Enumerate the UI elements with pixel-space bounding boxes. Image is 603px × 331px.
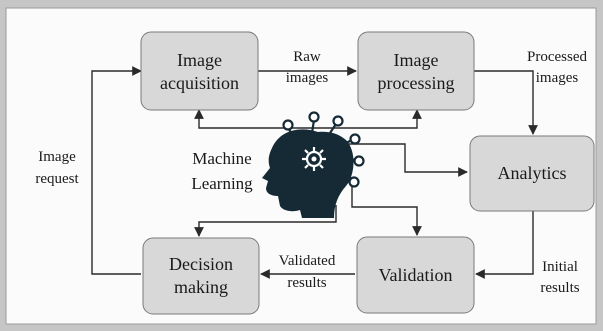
label-validated-results-line2: results (287, 275, 326, 291)
arrow-processed-images (474, 70, 538, 135)
label-processed-images-line2: images (536, 70, 579, 86)
label-image-request-line1: Image (38, 149, 76, 165)
box-image-processing-line2: processing (378, 73, 455, 93)
ml-label-line2: Learning (191, 174, 253, 193)
box-image-processing: Image processing (357, 31, 475, 111)
label-initial-results-line1: Initial (542, 259, 578, 275)
box-image-processing-line1: Image (394, 50, 439, 70)
box-image-acquisition: Image acquisition (140, 31, 259, 111)
label-image-request-line2: request (35, 171, 79, 187)
box-analytics-label: Analytics (498, 163, 567, 183)
box-decision-making-line2: making (174, 277, 228, 297)
box-image-acquisition-line1: Image (177, 50, 222, 70)
connectors (91, 66, 538, 279)
label-validated-results-line1: Validated (279, 253, 336, 269)
box-validation-label: Validation (379, 265, 453, 285)
label-raw-images-line1: Raw (293, 49, 321, 65)
arrow-ml-validation (351, 178, 422, 236)
arrow-initial-results (475, 211, 534, 279)
box-decision-making-line1: Decision (169, 254, 233, 274)
label-processed-images-line1: Processed (527, 49, 587, 65)
ml-label-line1: Machine (192, 149, 251, 168)
arrow-ml-decision (194, 205, 337, 237)
label-initial-results-line2: results (540, 280, 579, 296)
arrow-ml-analytics (346, 143, 468, 177)
arrow-ml-acquisition-processing (194, 109, 422, 129)
brain-gear-head-icon (262, 111, 365, 218)
box-decision-making: Decision making (142, 237, 260, 315)
box-validation: Validation (356, 236, 475, 314)
label-raw-images-line2: images (286, 70, 329, 86)
arrow-image-request (91, 66, 142, 275)
box-analytics: Analytics (469, 135, 595, 212)
box-image-acquisition-line2: acquisition (160, 73, 239, 93)
